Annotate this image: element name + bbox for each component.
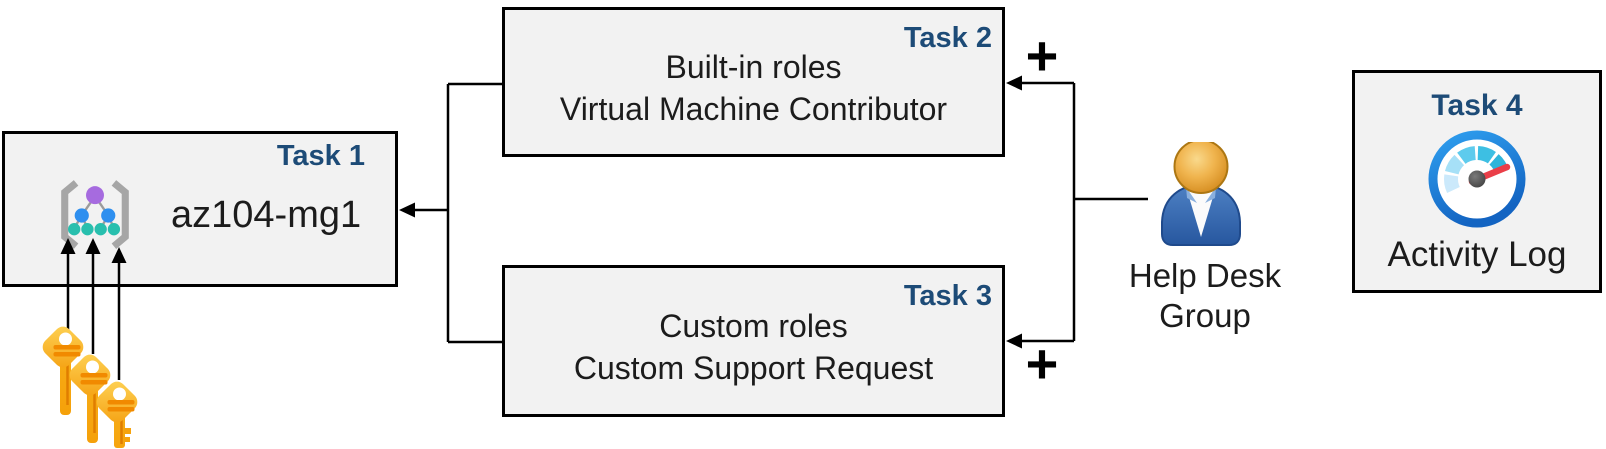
plus-icon-task3: + [1025, 332, 1059, 395]
keys-icon [37, 321, 143, 449]
task1-content: az104-mg1 [5, 134, 395, 284]
task4-label: Task 4 [1431, 89, 1523, 122]
management-group-icon [61, 180, 129, 249]
task3-line2: Custom Support Request [573, 350, 934, 386]
activity-log-title: Activity Log [1387, 235, 1567, 274]
task4-box: Task 4 [1352, 70, 1602, 293]
task1-label: Task 1 [276, 140, 365, 172]
help-desk-line2: Group [1159, 297, 1251, 334]
task3-line1: Custom roles [659, 308, 848, 344]
help-desk-line1: Help Desk [1128, 257, 1282, 294]
task1-box: Task 1 [2, 131, 398, 287]
activity-log-gauge-icon [1428, 130, 1526, 228]
plus-icon-task2: + [1025, 24, 1059, 87]
management-group-name: az104-mg1 [171, 193, 362, 236]
help-desk-group-label: Help Desk Group [1095, 256, 1315, 336]
task2-label: Task 2 [903, 22, 992, 54]
task3-box: Task 3 Custom roles Custom Support Reque… [502, 265, 1005, 417]
person-icon [1161, 142, 1241, 246]
task2-line2: Virtual Machine Contributor [559, 91, 948, 127]
task4-content: Task 4 [1355, 73, 1599, 290]
task2-line1: Built-in roles [665, 49, 842, 85]
task2-content: Built-in roles Virtual Machine Contribut… [505, 10, 1002, 154]
task2-box: Task 2 Built-in roles Virtual Machine Co… [502, 7, 1005, 157]
task3-content: Custom roles Custom Support Request [505, 268, 1002, 414]
task3-label: Task 3 [903, 280, 992, 312]
